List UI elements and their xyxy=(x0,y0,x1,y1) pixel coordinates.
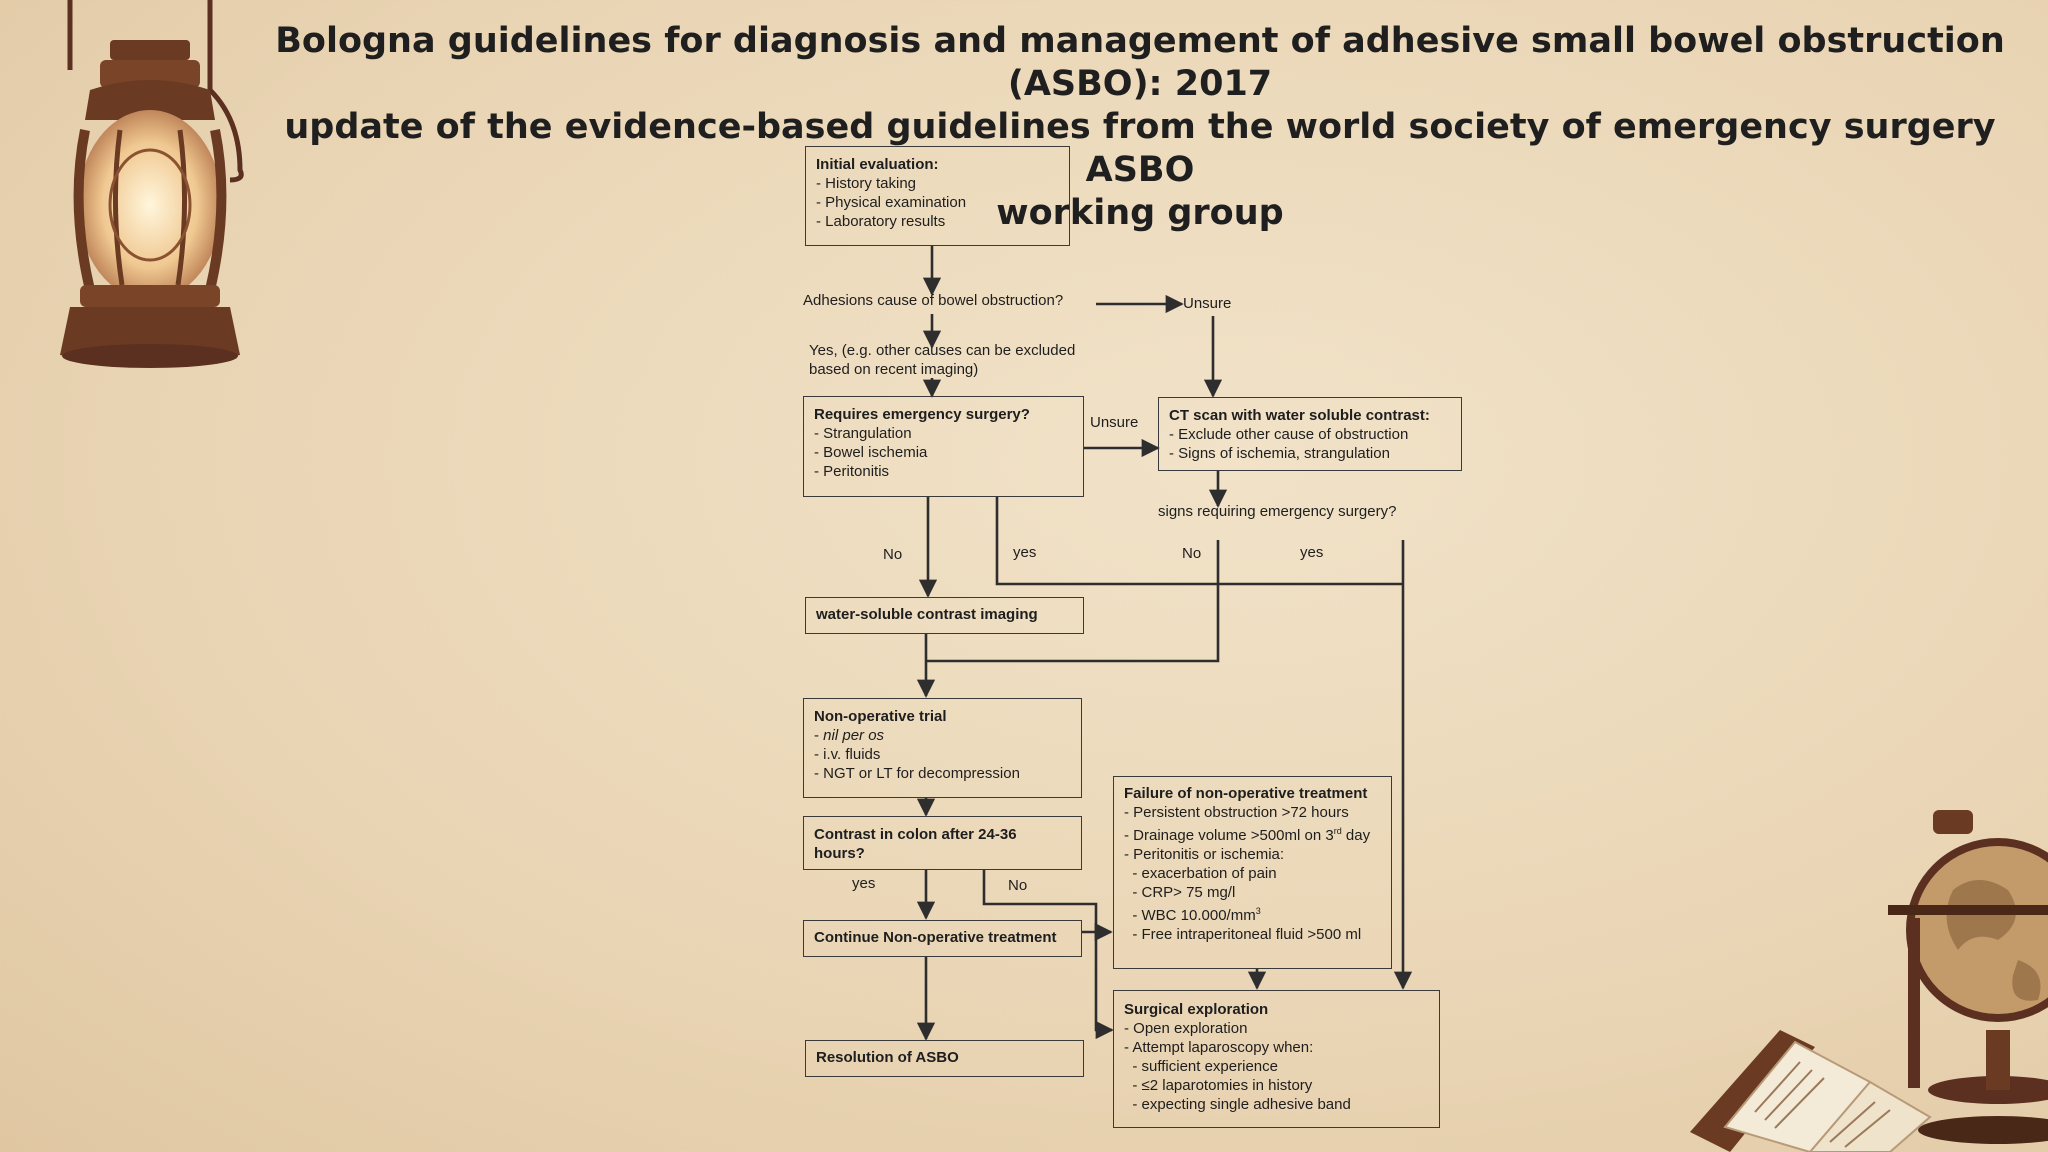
surgical-item: - Open exploration xyxy=(1124,1020,1248,1037)
yes-label-colon: yes xyxy=(852,875,876,892)
failure-superscript: 3 xyxy=(1255,906,1261,916)
failure-item: - WBC 10.000/mm3 xyxy=(1124,902,1381,925)
contrast-colon-line: hours? xyxy=(814,845,865,862)
adhesions-question: Adhesions cause of bowel obstruction? xyxy=(803,292,1064,309)
initial-item: - Laboratory results xyxy=(816,213,946,230)
nonop-item: - NGT or LT for decompression xyxy=(814,765,1020,782)
yes-note-line-2: based on recent imaging) xyxy=(809,361,979,378)
initial-evaluation-box: Initial evaluation: - History taking - P… xyxy=(805,146,1070,246)
failure-text: day xyxy=(1341,827,1371,844)
emergency-title: Requires emergency surgery? xyxy=(814,406,1030,423)
surgical-item: - sufficient experience xyxy=(1124,1058,1278,1075)
failure-item: - CRP> 75 mg/l xyxy=(1124,884,1236,901)
emergency-surgery-box: Requires emergency surgery? - Strangulat… xyxy=(803,396,1084,497)
failure-item: - Drainage volume >500ml on 3rd day xyxy=(1124,822,1381,845)
non-operative-trial-box: Non-operative trial - nil per os - i.v. … xyxy=(803,698,1082,798)
failure-superscript: rd xyxy=(1333,826,1342,836)
surgical-title: Surgical exploration xyxy=(1124,1001,1269,1018)
unsure-label-top: Unsure xyxy=(1183,295,1232,312)
nonop-title: Non-operative trial xyxy=(814,708,947,725)
water-soluble-contrast-box: water-soluble contrast imaging xyxy=(805,597,1084,634)
lantern-icon xyxy=(60,0,244,368)
failure-title: Failure of non-operative treatment xyxy=(1124,785,1368,802)
title-line-1: Bologna guidelines for diagnosis and man… xyxy=(275,21,2005,104)
initial-item: - Physical examination xyxy=(816,194,967,211)
failure-nonop-box: Failure of non-operative treatment - Per… xyxy=(1113,776,1392,969)
no-label-left: No xyxy=(883,546,903,563)
emergency-item: - Strangulation xyxy=(814,425,912,442)
unsure-label-mid: Unsure xyxy=(1090,414,1139,431)
contrast-colon-line: Contrast in colon after 24-36 xyxy=(814,826,1017,843)
title-line-2: update of the evidence-based guidelines … xyxy=(284,107,1996,190)
failure-item: - exacerbation of pain xyxy=(1124,865,1277,882)
continue-title: Continue Non-operative treatment xyxy=(814,929,1057,946)
arrow-contrast-no-to-surgery xyxy=(982,870,1114,1040)
yes-note-line-1: Yes, (e.g. other causes can be excluded xyxy=(809,342,1076,359)
surgical-item: - expecting single adhesive band xyxy=(1124,1096,1351,1113)
no-label-right: No xyxy=(1182,545,1202,562)
signs-question: signs requiring emergency surgery? xyxy=(1158,503,1397,520)
book-icon xyxy=(1690,1030,1932,1152)
initial-item: - History taking xyxy=(816,175,917,192)
continue-nonop-box: Continue Non-operative treatment xyxy=(803,920,1082,957)
failure-text: - Drainage volume >500ml on 3 xyxy=(1124,827,1334,844)
nonop-dash: - xyxy=(814,727,824,744)
title-line-3: working group xyxy=(996,193,1284,233)
no-label-colon: No xyxy=(1008,877,1028,894)
emergency-item: - Peritonitis xyxy=(814,463,890,480)
nonop-italic-text: nil per os xyxy=(823,727,885,744)
page-title: Bologna guidelines for diagnosis and man… xyxy=(240,20,2040,235)
failure-item: - Free intraperitoneal fluid >500 ml xyxy=(1124,926,1362,943)
failure-item: - Persistent obstruction >72 hours xyxy=(1124,804,1349,821)
surgical-exploration-box: Surgical exploration - Open exploration … xyxy=(1113,990,1440,1128)
yes-label-right: yes xyxy=(1300,544,1324,561)
surgical-item: - ≤2 laparotomies in history xyxy=(1124,1077,1313,1094)
contrast-colon-box: Contrast in colon after 24-36 hours? xyxy=(803,816,1082,870)
ct-item: - Signs of ischemia, strangulation xyxy=(1169,445,1390,462)
nonop-item: - i.v. fluids xyxy=(814,746,881,763)
line-signs-no-to-merge xyxy=(926,540,1220,663)
wsci-title: water-soluble contrast imaging xyxy=(816,606,1038,623)
failure-item: - Peritonitis or ischemia: xyxy=(1124,846,1285,863)
yes-label-left: yes xyxy=(1013,544,1037,561)
initial-evaluation-title: Initial evaluation: xyxy=(816,156,939,173)
nonop-item: - nil per os xyxy=(814,726,1071,745)
globe-icon xyxy=(1888,810,2048,1144)
emergency-item: - Bowel ischemia xyxy=(814,444,928,461)
ct-title: CT scan with water soluble contrast: xyxy=(1169,407,1430,424)
ct-item: - Exclude other cause of obstruction xyxy=(1169,426,1409,443)
resolution-title: Resolution of ASBO xyxy=(816,1049,959,1066)
ct-scan-box: CT scan with water soluble contrast: - E… xyxy=(1158,397,1462,471)
surgical-item: - Attempt laparoscopy when: xyxy=(1124,1039,1314,1056)
line-emergency-yes xyxy=(995,497,1403,586)
resolution-box: Resolution of ASBO xyxy=(805,1040,1084,1077)
failure-text: - WBC 10.000/mm xyxy=(1124,907,1256,924)
